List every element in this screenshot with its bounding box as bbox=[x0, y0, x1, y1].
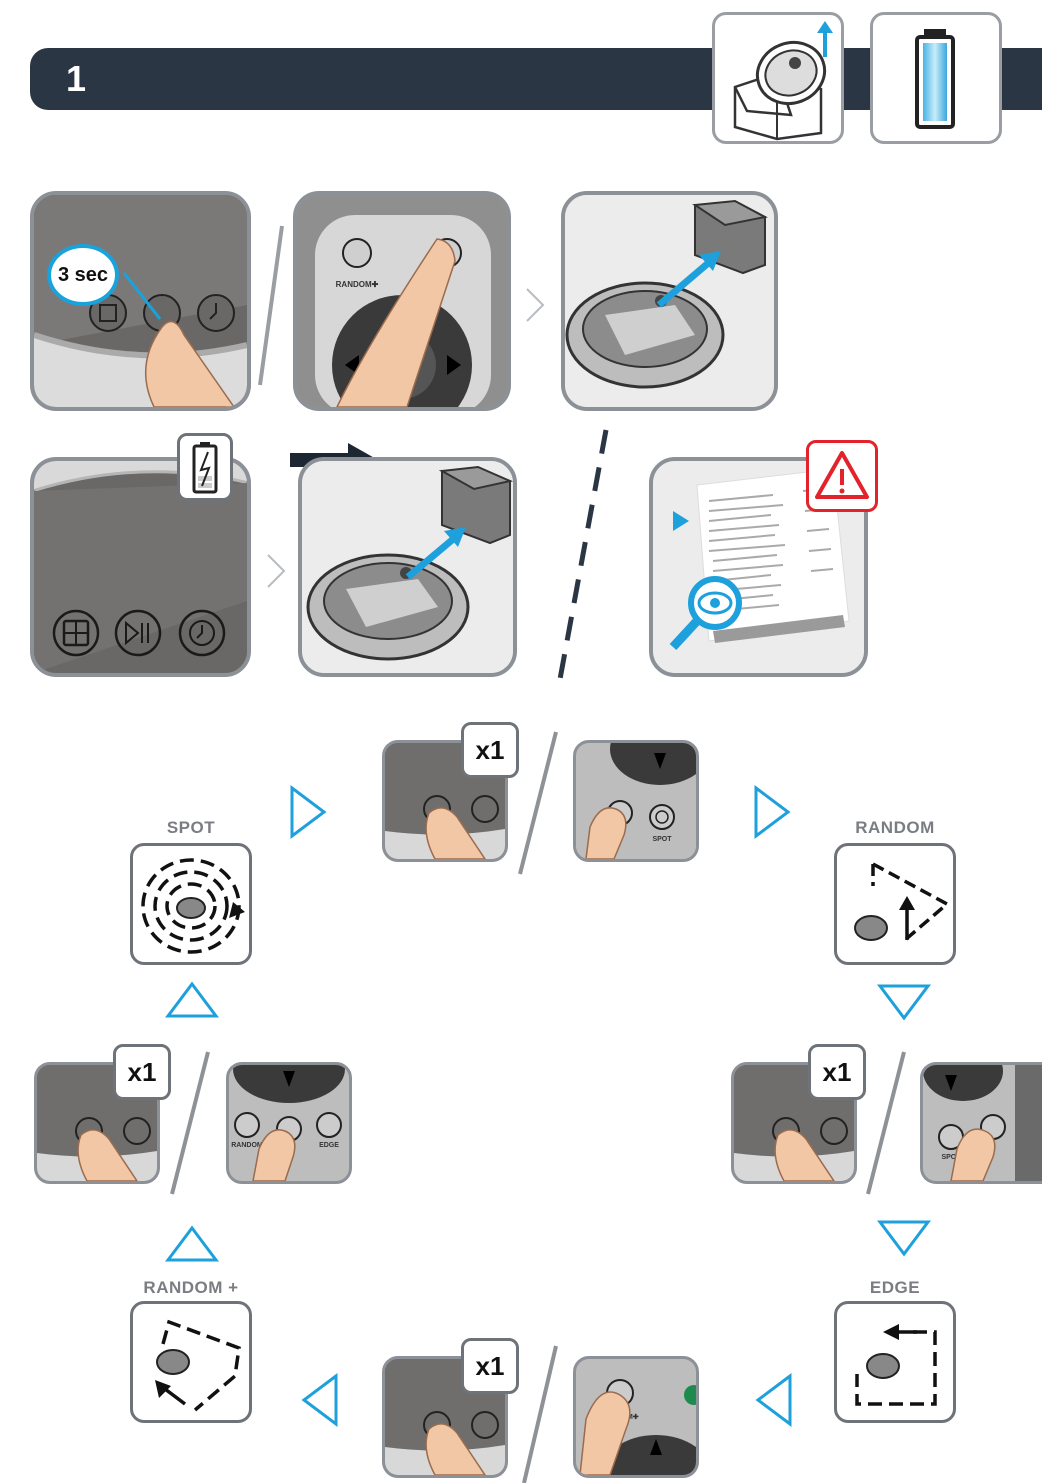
robot-to-dock-panel bbox=[298, 457, 517, 677]
cycle-arrow-left bbox=[300, 1372, 340, 1428]
random-plus-mode-label: RANDOM + bbox=[130, 1278, 252, 1298]
press-count-badge: x1 bbox=[113, 1044, 171, 1100]
hold-duration-bubble: 3 sec bbox=[47, 244, 119, 306]
remote-random-plus-panel: RANDOM✚ bbox=[573, 1356, 699, 1478]
next-chevron bbox=[264, 551, 288, 591]
remote-spot-panel: SPOT bbox=[573, 740, 699, 862]
cycle-arrow-down bbox=[876, 1218, 932, 1258]
edge-mode-icon bbox=[834, 1301, 956, 1423]
divider-slash bbox=[250, 220, 290, 390]
press-count-badge: x1 bbox=[461, 1338, 519, 1394]
charging-battery-icon bbox=[177, 433, 233, 501]
remote-spot-label: SPOT bbox=[652, 836, 672, 843]
press-count-badge: x1 bbox=[808, 1044, 866, 1100]
random-mode-icon bbox=[834, 843, 956, 965]
remote-random-label: RANDOM bbox=[231, 1142, 263, 1149]
divider-slash bbox=[164, 1048, 214, 1198]
random-mode-label: RANDOM bbox=[834, 818, 956, 838]
dashed-divider bbox=[548, 420, 618, 700]
spot-mode-icon bbox=[130, 843, 252, 965]
cycle-arrow-down bbox=[876, 982, 932, 1022]
divider-slash bbox=[512, 1342, 562, 1483]
remote-edge-panel: RANDOM EDGE bbox=[226, 1062, 352, 1184]
next-chevron bbox=[523, 285, 547, 325]
cycle-arrow-right bbox=[752, 784, 792, 840]
cycle-arrow-left bbox=[754, 1372, 794, 1428]
divider-slash bbox=[512, 728, 562, 878]
remote-edge-label: EDGE bbox=[319, 1142, 339, 1149]
random-plus-mode-icon bbox=[130, 1301, 252, 1423]
divider-slash bbox=[860, 1048, 910, 1198]
remote-spot-panel: SPOT bbox=[920, 1062, 1042, 1184]
cycle-arrow-up bbox=[164, 980, 220, 1020]
cycle-arrow-right bbox=[288, 784, 328, 840]
spot-mode-label: SPOT bbox=[130, 818, 252, 838]
cycle-arrow-up bbox=[164, 1224, 220, 1264]
warning-icon bbox=[806, 440, 878, 512]
remote-random-plus-label: RANDOM✚ bbox=[336, 280, 379, 289]
remote-panel: RANDOM✚ bbox=[293, 191, 511, 411]
unbox-robot-icon bbox=[712, 12, 844, 144]
step-number: 1 bbox=[66, 58, 86, 100]
dock-robot-panel bbox=[561, 191, 778, 411]
battery-icon bbox=[870, 12, 1002, 144]
press-count-badge: x1 bbox=[461, 722, 519, 778]
edge-mode-label: EDGE bbox=[834, 1278, 956, 1298]
